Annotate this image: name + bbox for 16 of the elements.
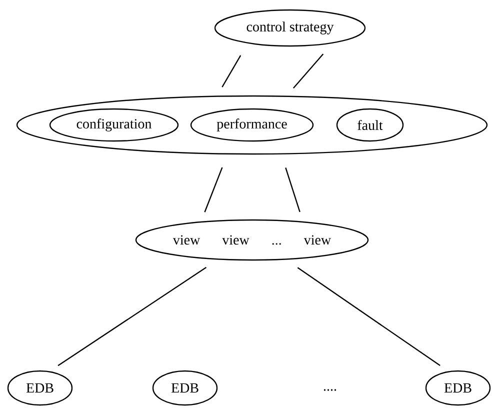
connector-line [285, 168, 300, 212]
ellipse-node: control strategy [214, 9, 366, 47]
connector-line [222, 55, 242, 88]
connector-line [297, 267, 440, 366]
ellipse-node: fault [336, 108, 404, 142]
group-ellipse [16, 95, 488, 155]
ellipsis-text: .... [324, 389, 336, 391]
ellipse-node: EDB [425, 370, 491, 406]
ellipse-node: EDB [152, 370, 218, 406]
connector-line [58, 266, 207, 366]
ellipse-node: configuration [49, 108, 179, 142]
connector-line [204, 167, 223, 212]
ellipse-node: EDB [7, 370, 73, 406]
ellipse-node: view view ... view [135, 219, 369, 261]
ellipse-node: performance [190, 108, 314, 142]
connector-line [292, 54, 324, 89]
